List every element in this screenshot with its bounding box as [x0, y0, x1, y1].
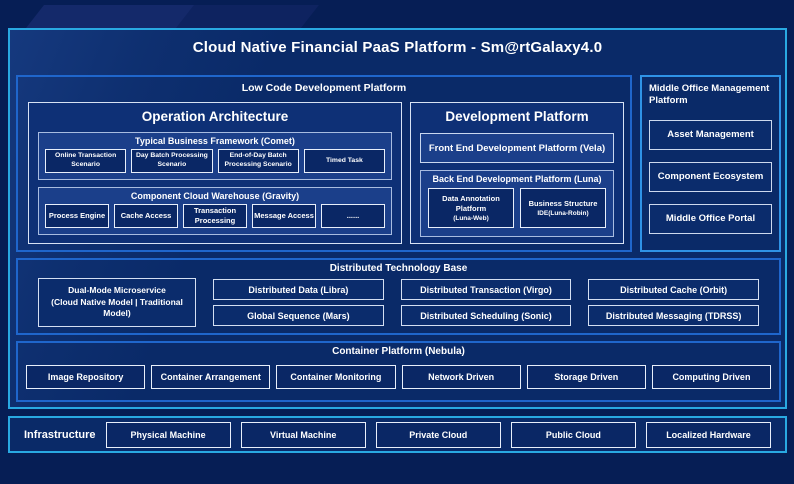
distributed-title: Distributed Technology Base — [329, 263, 468, 274]
private-cloud-box: Private Cloud — [375, 421, 501, 448]
decorative-stripe — [176, 5, 319, 28]
container-monitoring-box: Container Monitoring — [276, 365, 396, 389]
gravity-item: ...... — [321, 204, 385, 228]
image-repository-box: Image Repository — [26, 365, 146, 389]
network-driven-box: Network Driven — [401, 365, 521, 389]
comet-title: Typical Business Framework (Comet) — [135, 136, 295, 146]
luna-title: Back End Development Platform (Luna) — [432, 174, 602, 184]
physical-machine-box: Physical Machine — [105, 421, 231, 448]
operation-architecture-title: Operation Architecture — [141, 109, 289, 124]
middle-office-title: Middle Office Management Platform — [649, 83, 770, 107]
middle-office-portal-box: Middle Office Portal — [649, 203, 772, 234]
gravity-item: Message Access — [252, 204, 316, 228]
public-cloud-box: Public Cloud — [510, 421, 636, 448]
container-platform-items-row: Image Repository Container Arrangement C… — [18, 365, 779, 389]
comet-item: Online Transaction Scenario — [45, 149, 127, 173]
luna-item-code: IDE(Luna-Robin) — [537, 209, 589, 217]
distributed-messaging-box: Distributed Messaging (TDRSS) — [588, 305, 760, 326]
localized-hardware-box: Localized Hardware — [645, 421, 771, 448]
distributed-technology-base-panel: Distributed Technology Base Dual-Mode Mi… — [16, 258, 781, 335]
storage-driven-box: Storage Driven — [526, 365, 646, 389]
dual-mode-microservice-box: Dual-Mode Microservice (Cloud Native Mod… — [38, 278, 196, 327]
distributed-column: Distributed Cache (Orbit) Distributed Me… — [588, 279, 760, 326]
comet-item: Day Batch Processing Scenario — [131, 149, 213, 173]
infrastructure-panel: Infrastructure Physical Machine Virtual … — [8, 416, 787, 453]
typical-business-framework-panel: Typical Business Framework (Comet) Onlin… — [38, 132, 392, 180]
business-structure-ide-box: Business Structure IDE(Luna-Robin) — [520, 188, 606, 228]
infrastructure-label: Infrastructure — [24, 428, 96, 441]
component-cloud-warehouse-panel: Component Cloud Warehouse (Gravity) Proc… — [38, 187, 392, 235]
container-platform-title: Container Platform (Nebula) — [332, 346, 465, 357]
luna-item-name: Data Annotation Platform — [442, 194, 500, 213]
distributed-scheduling-box: Distributed Scheduling (Sonic) — [400, 305, 572, 326]
luna-item-code: (Luna-Web) — [453, 214, 489, 222]
gravity-item: Cache Access — [114, 204, 178, 228]
comet-items-row: Online Transaction Scenario Day Batch Pr… — [39, 149, 391, 173]
container-platform-panel: Container Platform (Nebula) Image Reposi… — [16, 341, 781, 402]
component-ecosystem-box: Component Ecosystem — [649, 161, 772, 192]
gravity-title: Component Cloud Warehouse (Gravity) — [130, 191, 300, 201]
front-end-development-platform-box: Front End Development Platform (Vela) — [420, 133, 614, 163]
distributed-items-row: Dual-Mode Microservice (Cloud Native Mod… — [18, 278, 779, 327]
distributed-cache-box: Distributed Cache (Orbit) — [588, 279, 760, 300]
gravity-item: Process Engine — [45, 204, 109, 228]
comet-item: End-of-Day Batch Processing Scenario — [217, 149, 299, 173]
gravity-item: Transaction Processing — [183, 204, 247, 228]
global-sequence-box: Global Sequence (Mars) — [213, 305, 384, 326]
development-platform-title: Development Platform — [445, 109, 589, 124]
gravity-items-row: Process Engine Cache Access Transaction … — [39, 204, 391, 228]
dual-mode-line2: (Cloud Native Model | Traditional Model) — [51, 296, 183, 319]
page-title: Cloud Native Financial PaaS Platform - S… — [192, 39, 603, 56]
data-annotation-platform-box: Data Annotation Platform (Luna-Web) — [428, 188, 514, 228]
development-platform-panel: Development Platform Front End Developme… — [410, 102, 624, 244]
low-code-platform-label: Low Code Development Platform — [241, 82, 407, 94]
computing-driven-box: Computing Driven — [651, 365, 772, 389]
comet-item: Timed Task — [303, 149, 385, 173]
back-end-development-platform-panel: Back End Development Platform (Luna) Dat… — [420, 170, 614, 237]
operation-architecture-panel: Operation Architecture Typical Business … — [28, 102, 402, 244]
low-code-development-platform-panel: Low Code Development Platform Operation … — [16, 75, 632, 252]
luna-item-name: Business Structure — [528, 199, 598, 209]
main-panel: Cloud Native Financial PaaS Platform - S… — [8, 28, 787, 409]
virtual-machine-box: Virtual Machine — [240, 421, 366, 448]
distributed-column: Distributed Transaction (Virgo) Distribu… — [400, 279, 572, 326]
dual-mode-line1: Dual-Mode Microservice — [68, 285, 166, 296]
distributed-transaction-box: Distributed Transaction (Virgo) — [400, 279, 572, 300]
distributed-data-box: Distributed Data (Libra) — [213, 279, 384, 300]
middle-office-management-panel: Middle Office Management Platform Asset … — [640, 75, 781, 252]
container-arrangement-box: Container Arrangement — [151, 365, 271, 389]
luna-items-row: Data Annotation Platform (Luna-Web) Busi… — [421, 188, 613, 228]
distributed-column: Distributed Data (Libra) Global Sequence… — [213, 279, 384, 326]
asset-management-box: Asset Management — [649, 119, 772, 150]
